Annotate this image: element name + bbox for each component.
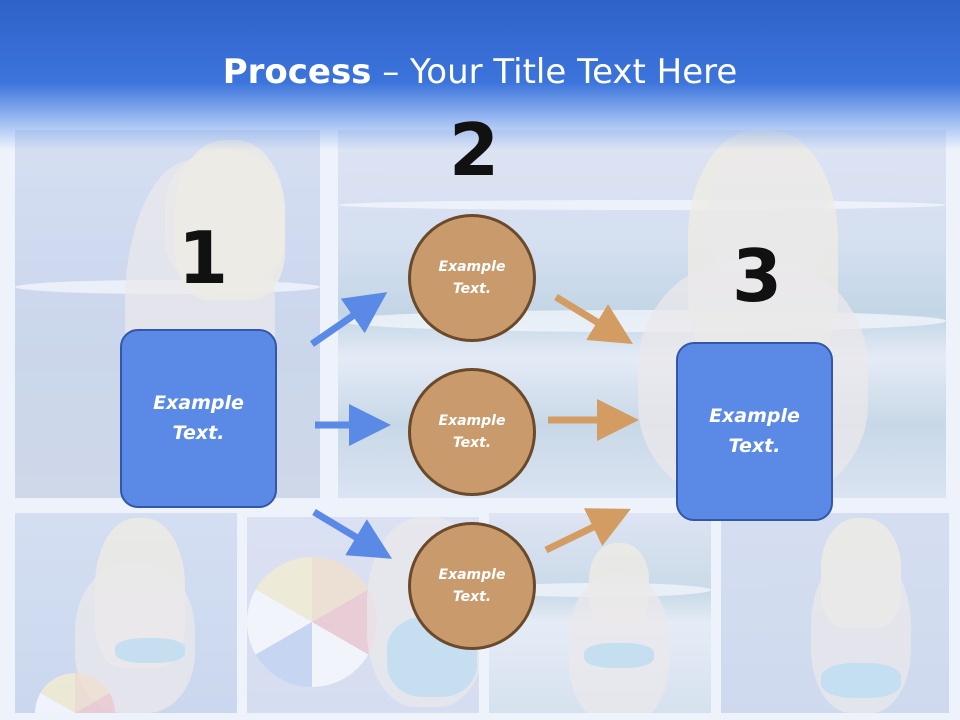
photo-panel-surfer-back [721, 513, 949, 713]
step-number-2: 2 [449, 108, 500, 192]
circle-bottom-line1: Example [438, 566, 506, 583]
circle-middle-line1: Example [438, 412, 506, 429]
photo-panel-surfer [15, 130, 320, 498]
circle-top-line1: Example [438, 258, 506, 275]
title-rest: – Your Title Text Here [371, 52, 738, 92]
step-1-text-line1: Example [153, 392, 244, 415]
arrow-1-to-2-bottom [312, 508, 393, 559]
step-3-text-line2: Text. [728, 434, 781, 457]
arrow-1-to-2-top [310, 292, 388, 347]
arrow-2-to-3-top [554, 294, 633, 344]
step-number-1: 1 [178, 216, 229, 300]
step-3-text-line1: Example [709, 405, 800, 428]
title-bold: Process [222, 52, 372, 92]
title-banner [0, 0, 960, 150]
circle-middle-line2: Text. [452, 435, 492, 451]
arrow-2-to-3-bottom [544, 508, 631, 554]
step-1-text-line2: Text. [172, 421, 225, 444]
circle-top-line2: Text. [452, 281, 492, 297]
step-number-3: 3 [732, 234, 783, 318]
photo-panel-woman-ball [15, 513, 237, 713]
slide-title: Process – Your Title Text Here [0, 52, 960, 92]
circle-bottom-line2: Text. [452, 589, 492, 605]
